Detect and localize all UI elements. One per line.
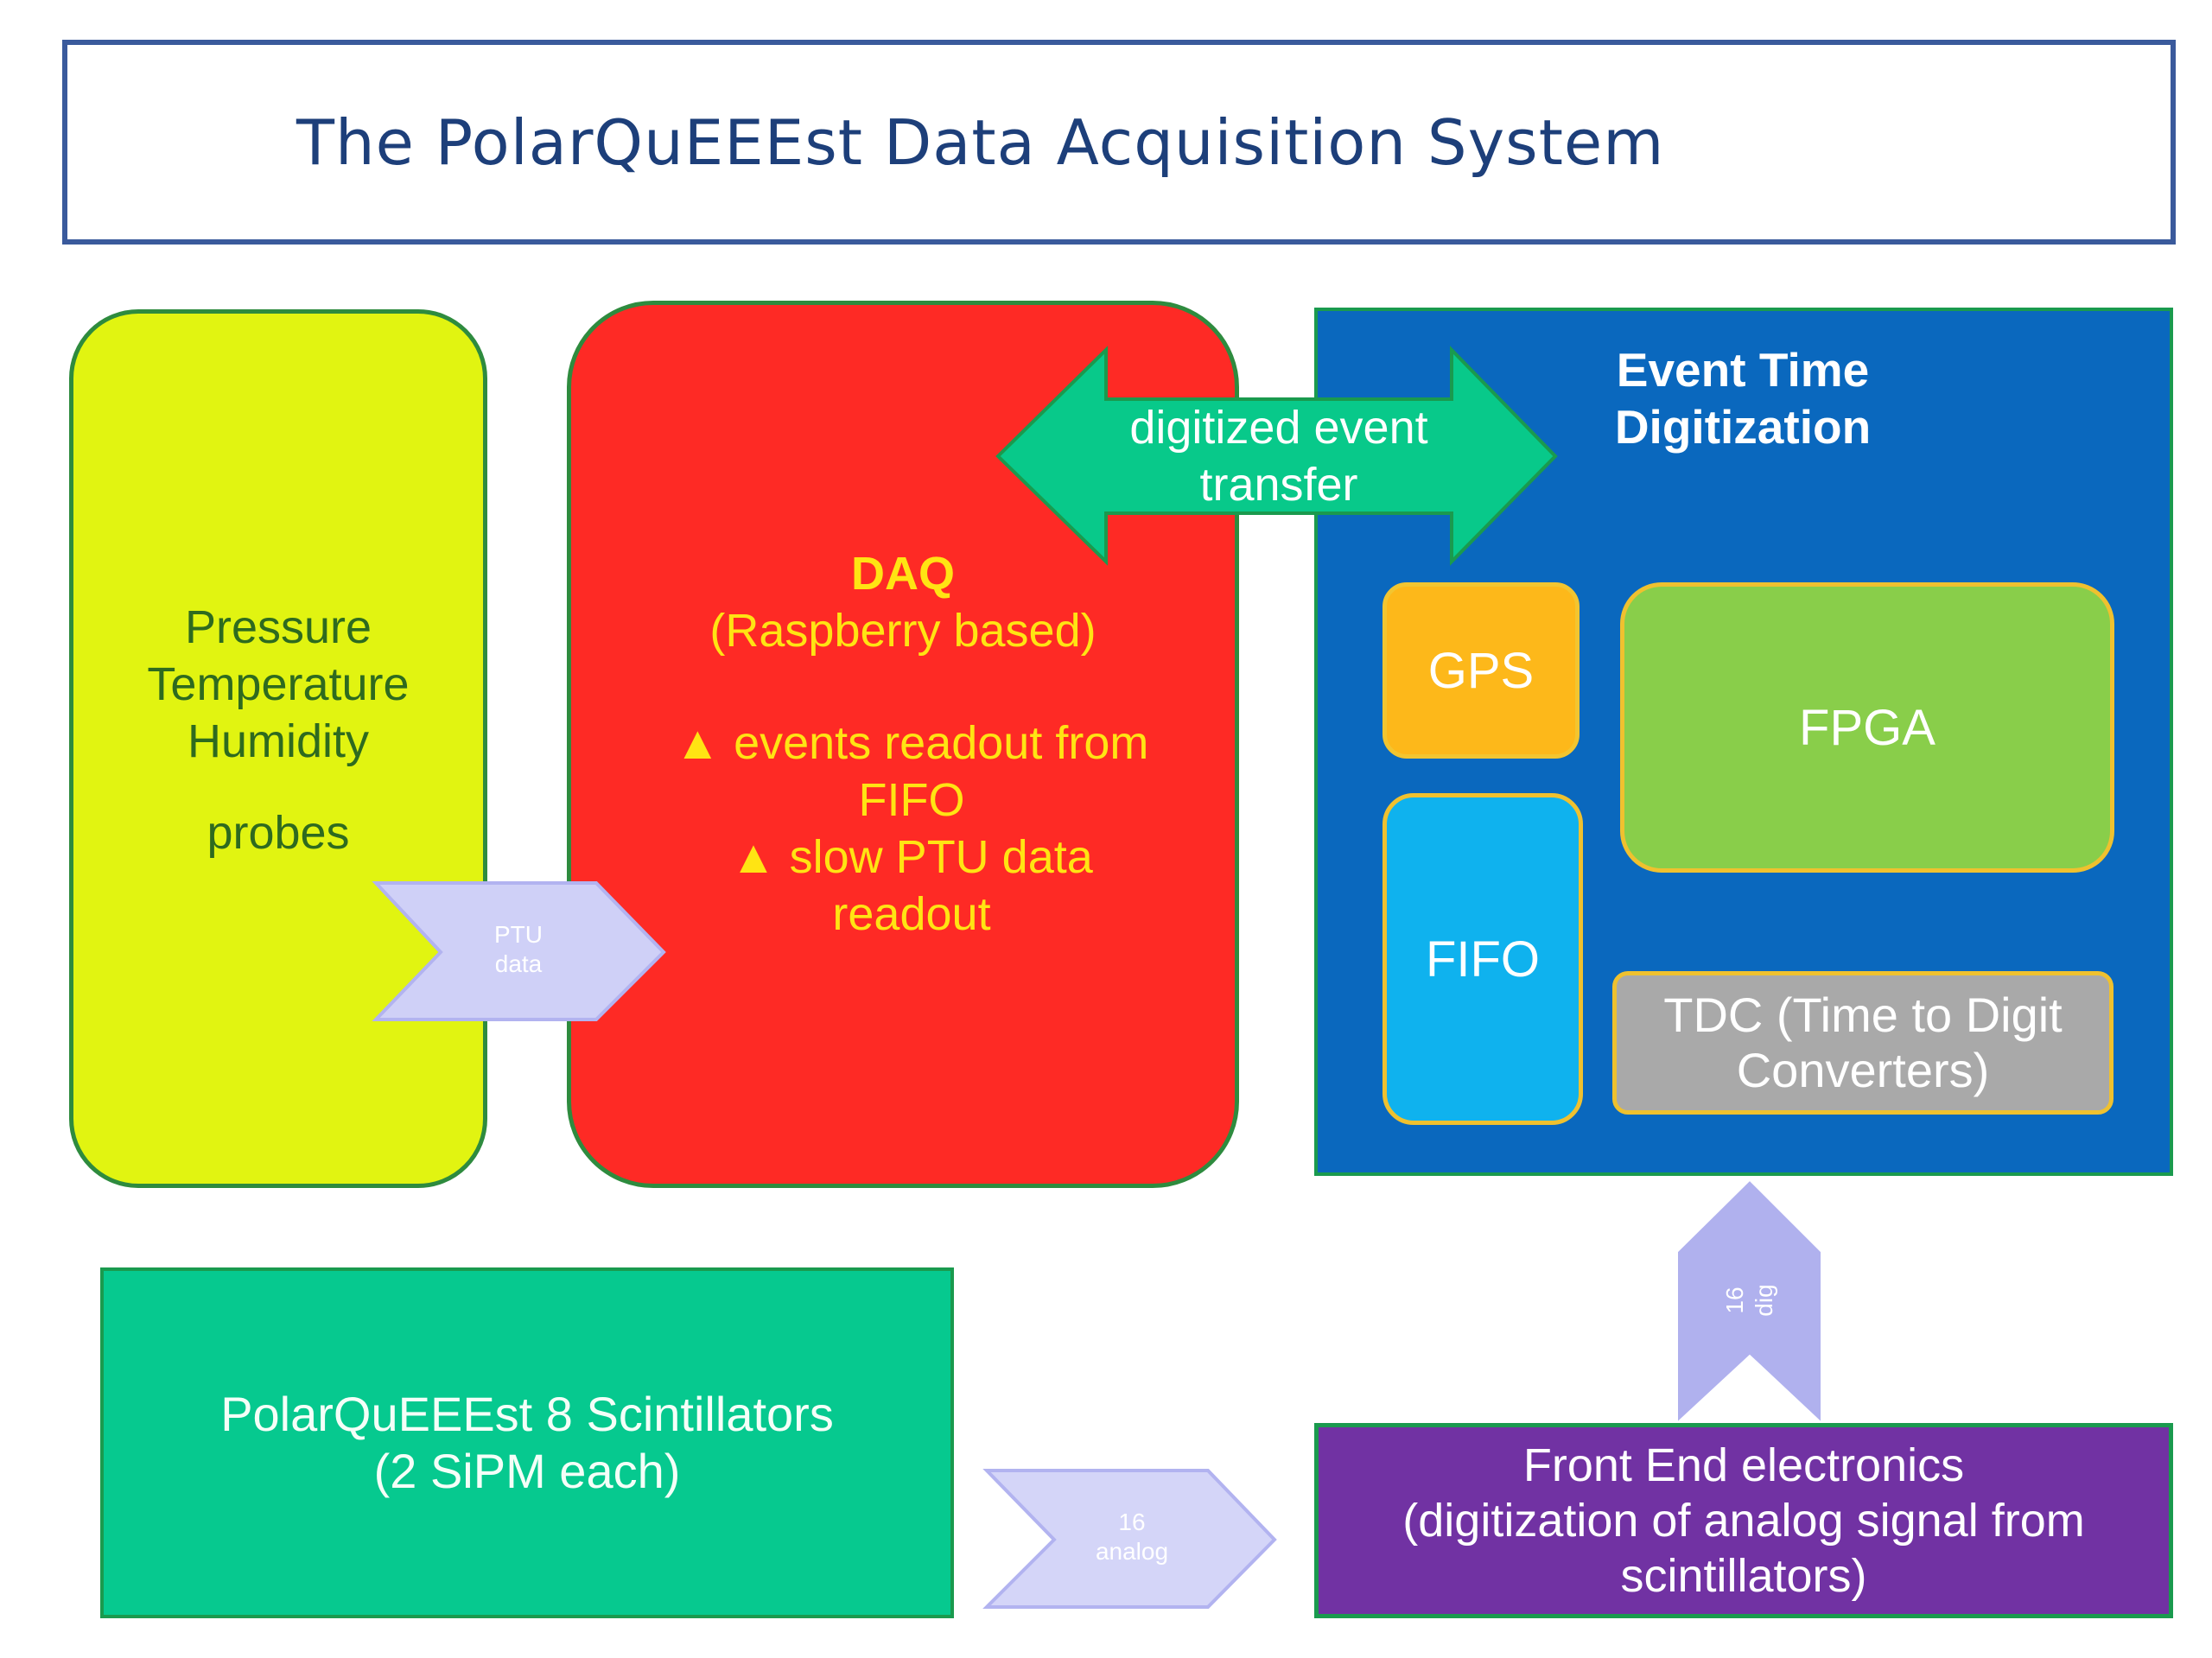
ptu-arrow-label: PTU data (449, 920, 588, 979)
probe-pressure: Pressure (184, 601, 372, 653)
dig-arrow-line1: 16 (1721, 1286, 1748, 1314)
tdc-label: TDC (Time to Digit Converters) (1663, 988, 2063, 1097)
ptu-probes-box: Pressure Temperature Humidity probes (69, 309, 487, 1188)
front-end-electronics-box: Front End electronics (digitization of a… (1314, 1423, 2173, 1618)
fpga-label: FPGA (1799, 699, 1936, 756)
analog-signal-arrow (982, 1469, 1277, 1609)
fifo-box: FIFO (1382, 793, 1583, 1125)
digitized-event-transfer-label: digitized event transfer (1129, 402, 1428, 511)
scintillators-box: PolarQuEEEst 8 Scintillators (2 SiPM eac… (100, 1267, 954, 1618)
analog-arrow-label: 16 analog (1063, 1508, 1201, 1566)
ptu-arrow-line1: PTU (494, 921, 543, 948)
digital-signal-arrow (1678, 1181, 1821, 1421)
daq-box: DAQ (Raspberry based) ▲ events readout f… (567, 301, 1239, 1188)
daq-title: DAQ (851, 548, 955, 600)
scintillators-line1: PolarQuEEEst 8 Scintillators (220, 1387, 834, 1441)
daq-bullet-ptu-readout: ▲ slow PTU data readout (730, 831, 1093, 940)
front-end-line2: (digitization of analog signal from (1402, 1495, 2085, 1547)
dig-arrow-line2: dig (1751, 1284, 1777, 1317)
analog-arrow-line2: analog (1095, 1538, 1169, 1565)
title-box: The PolarQuEEEst Data Acquisition System (62, 40, 2176, 245)
probe-humidity: Humidity (187, 715, 370, 767)
tdc-box: TDC (Time to Digit Converters) (1612, 971, 2113, 1115)
fifo-label: FIFO (1425, 931, 1541, 988)
daq-subtitle: (Raspberry based) (709, 605, 1096, 657)
front-end-line1: Front End electronics (1522, 1439, 1965, 1491)
probes-label: probes (207, 807, 350, 859)
scintillators-line2: (2 SiPM each) (373, 1444, 681, 1498)
gps-box: GPS (1382, 582, 1580, 759)
diagram-title: The PolarQuEEEst Data Acquisition System (296, 105, 1665, 179)
event-time-digitization-title: Event Time Digitization (1614, 343, 1872, 454)
probe-temperature: Temperature (147, 658, 410, 710)
daq-bullet-events-readout: ▲ events readout from FIFO (674, 717, 1149, 826)
front-end-line3: scintillators) (1620, 1550, 1867, 1602)
digitized-event-transfer-arrow (995, 346, 1558, 566)
dig-arrow-label: 16 dig (1715, 1248, 1784, 1352)
ptu-arrow-line2: data (494, 950, 543, 977)
gps-label: GPS (1427, 642, 1535, 699)
probes-text: Pressure Temperature Humidity probes (73, 599, 483, 861)
daq-text: DAQ (Raspberry based) ▲ events readout f… (571, 545, 1235, 943)
analog-arrow-line1: 16 (1118, 1509, 1146, 1535)
fpga-box: FPGA (1620, 582, 2114, 873)
ptu-data-arrow (372, 881, 666, 1021)
